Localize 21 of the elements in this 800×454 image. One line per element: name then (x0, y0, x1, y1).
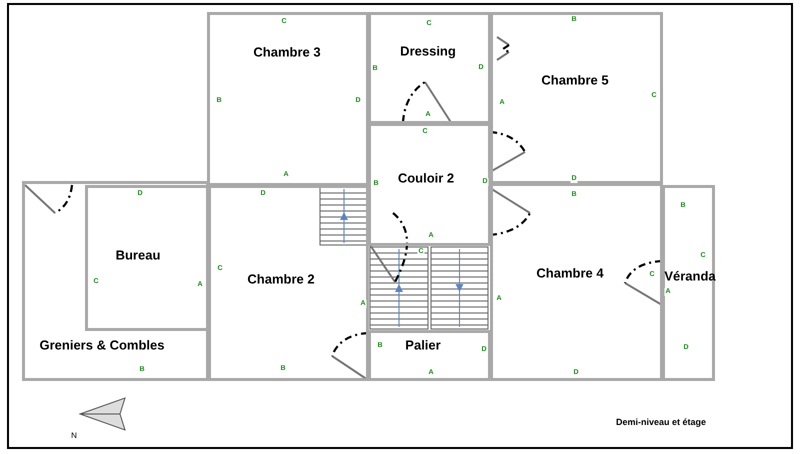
room-name: Greniers & Combles (40, 338, 164, 352)
room-name: Chambre 5 (541, 72, 609, 88)
room-name: Palier (405, 338, 441, 352)
plan-caption: Demi-niveau et étage (616, 417, 706, 427)
room (208, 185, 369, 381)
room-name: Chambre 4 (536, 266, 604, 280)
room (490, 12, 663, 184)
room (22, 181, 209, 381)
compass-letter: N (70, 432, 78, 440)
room-name: Couloir 2 (398, 170, 454, 186)
room-name: Chambre 3 (253, 44, 321, 60)
room (368, 123, 491, 246)
room (662, 185, 715, 381)
room (368, 330, 491, 381)
room (207, 12, 369, 186)
room-name: Chambre 2 (247, 272, 315, 286)
room-name: Véranda (664, 268, 716, 284)
room-name: Dressing (400, 44, 456, 58)
room (85, 185, 209, 331)
room-name: Bureau (116, 248, 160, 262)
room (490, 183, 663, 381)
